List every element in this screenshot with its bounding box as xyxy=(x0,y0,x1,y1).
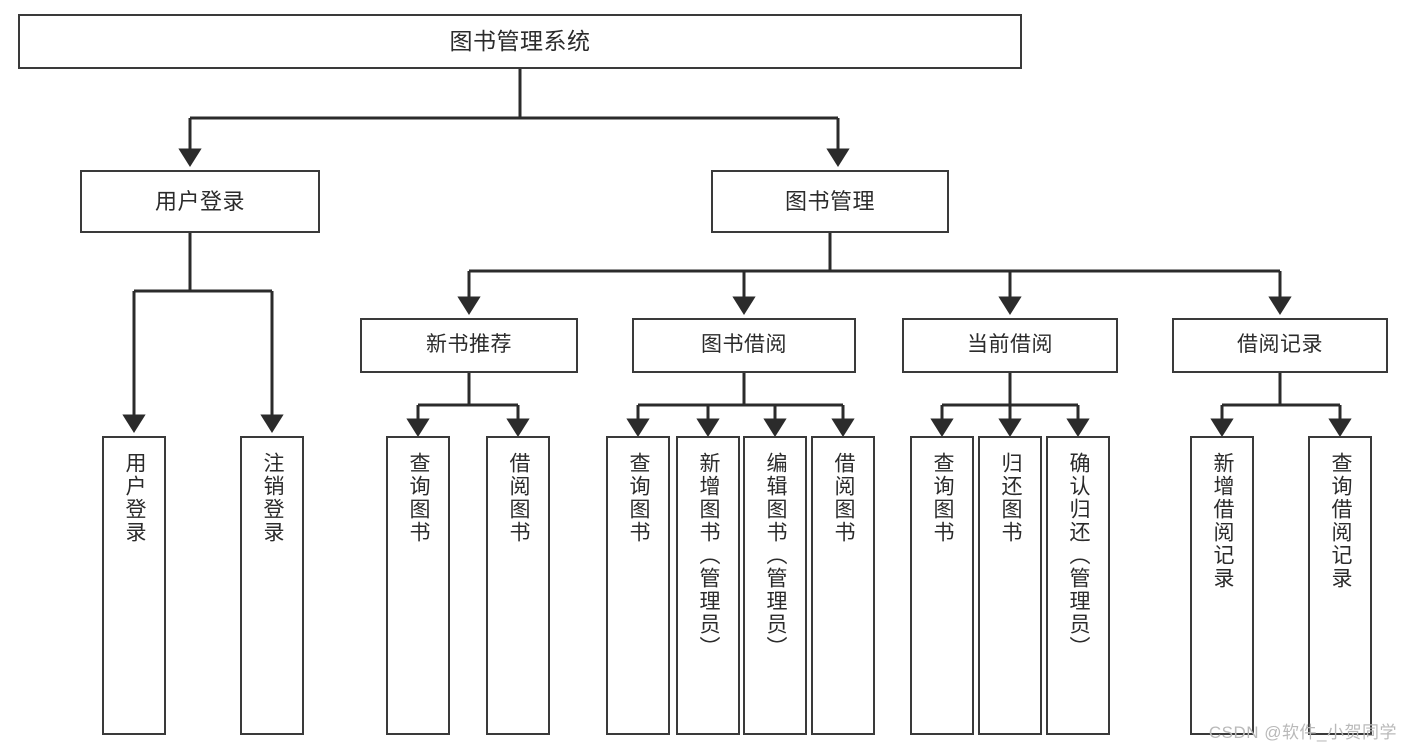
node-root-图书管理系统[interactable]: 图书管理系统 xyxy=(18,14,1022,69)
node-label: 借阅记录 xyxy=(1237,333,1323,357)
leaf-borrow-book-recommend[interactable]: 借阅图书 xyxy=(486,436,550,735)
node-label: 查询图书 xyxy=(627,452,651,544)
node-label: 新增图书（管理员） xyxy=(697,452,721,659)
leaf-add-book-admin[interactable]: 新增图书（管理员） xyxy=(676,436,740,735)
leaf-query-book-current[interactable]: 查询图书 xyxy=(910,436,974,735)
leaf-query-borrow-record[interactable]: 查询借阅记录 xyxy=(1308,436,1372,735)
leaf-query-book-recommend[interactable]: 查询图书 xyxy=(386,436,450,735)
node-label: 当前借阅 xyxy=(967,333,1053,357)
node-user-login[interactable]: 用户登录 xyxy=(80,170,320,233)
leaf-return-book[interactable]: 归还图书 xyxy=(978,436,1042,735)
leaf-edit-book-admin[interactable]: 编辑图书（管理员） xyxy=(743,436,807,735)
node-label: 查询图书 xyxy=(407,452,431,544)
node-new-book-recommend[interactable]: 新书推荐 xyxy=(360,318,578,373)
node-label: 借阅图书 xyxy=(507,452,531,544)
node-label: 注销登录 xyxy=(261,452,285,544)
node-label: 查询图书 xyxy=(931,452,955,544)
node-label: 借阅图书 xyxy=(832,452,856,544)
node-label: 图书借阅 xyxy=(701,333,787,357)
node-label: 编辑图书（管理员） xyxy=(764,452,788,659)
node-borrow-record[interactable]: 借阅记录 xyxy=(1172,318,1388,373)
node-label: 用户登录 xyxy=(123,452,147,544)
leaf-user-login[interactable]: 用户登录 xyxy=(102,436,166,735)
node-label: 查询借阅记录 xyxy=(1329,452,1353,590)
node-label: 归还图书 xyxy=(999,452,1023,544)
node-label: 图书管理 xyxy=(784,188,875,214)
node-label: 确认归还（管理员） xyxy=(1067,452,1091,659)
leaf-add-borrow-record[interactable]: 新增借阅记录 xyxy=(1190,436,1254,735)
node-book-borrow[interactable]: 图书借阅 xyxy=(632,318,856,373)
node-label: 用户登录 xyxy=(154,188,245,214)
node-current-borrow[interactable]: 当前借阅 xyxy=(902,318,1118,373)
node-label: 图书管理系统 xyxy=(449,27,591,54)
leaf-query-book-borrow[interactable]: 查询图书 xyxy=(606,436,670,735)
node-label: 新增借阅记录 xyxy=(1211,452,1235,590)
leaf-logout-login[interactable]: 注销登录 xyxy=(240,436,304,735)
node-book-management[interactable]: 图书管理 xyxy=(711,170,949,233)
leaf-borrow-book[interactable]: 借阅图书 xyxy=(811,436,875,735)
leaf-confirm-return-admin[interactable]: 确认归还（管理员） xyxy=(1046,436,1110,735)
node-label: 新书推荐 xyxy=(426,333,512,357)
